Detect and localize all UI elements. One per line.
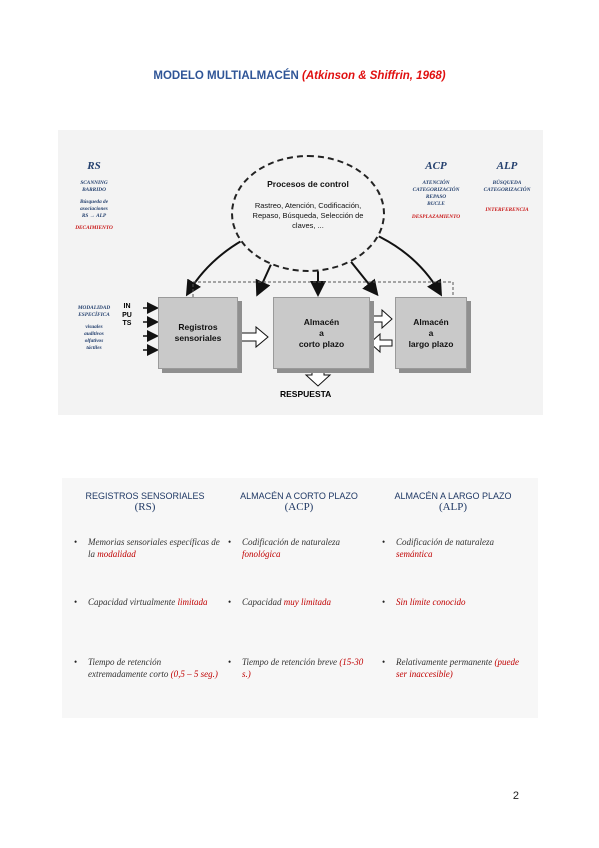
column-abbr: (ACP) <box>284 501 314 513</box>
list-item: Capacidad muy limitada <box>224 596 374 608</box>
bullet-highlight: (puede ser inaccesible) <box>396 657 519 679</box>
bullet-highlight: semántica <box>396 549 433 559</box>
box-registros-sensoriales: Registros sensoriales <box>158 297 238 369</box>
acp-note: BUCLE <box>427 201 445 207</box>
bullet-text: Capacidad <box>242 597 284 607</box>
alp-note: BÚSQUEDA <box>492 180 522 186</box>
column-title: ALMACÉN A LARGO PLAZO <box>394 491 512 501</box>
acp-notes: ACP ATENCIÓN CATEGORIZACIÓN REPASO BUCLE… <box>406 160 466 221</box>
rs-note: MODALIDAD <box>77 305 111 311</box>
bullet-highlight: Sin límite conocido <box>396 597 466 607</box>
rs-note: olfativos <box>84 338 104 344</box>
comparison-table: REGISTROS SENSORIALES(RS) Memorias senso… <box>62 478 538 718</box>
rs-header: RS <box>87 160 101 172</box>
control-processes-ellipse: Procesos de control Rastreo, Atención, C… <box>231 155 385 272</box>
alp-header: ALP <box>496 160 518 172</box>
title-main: MODELO MULTIALMACÉN <box>153 70 299 82</box>
bullet-highlight: fonológica <box>242 549 281 559</box>
bullet-highlight: limitada <box>177 597 208 607</box>
page-title: MODELO MULTIALMACÉN (Atkinson & Shiffrin… <box>0 70 599 82</box>
list-item: Sin límite conocido <box>378 596 528 608</box>
rs-note: Búsqueda de <box>79 199 109 205</box>
list-item: Relativamente permanente (puede ser inac… <box>378 656 528 680</box>
alp-note: CATEGORIZACIÓN <box>483 187 531 193</box>
rs-note: visuales <box>85 324 103 330</box>
column-abbr: (RS) <box>134 501 156 513</box>
list-item: Codificación de naturaleza semántica <box>378 536 528 560</box>
box-label: Almacén a corto plazo <box>298 316 345 349</box>
acp-note-red: DESPLAZAMIENTO <box>411 214 461 220</box>
diagram-arrows <box>143 234 454 387</box>
alp-notes: ALP BÚSQUEDA CATEGORIZACIÓN INTERFERENCI… <box>476 160 538 214</box>
rs-note-red: DECAIMIENTO <box>75 225 113 231</box>
column-abbr: (ALP) <box>438 501 468 513</box>
bullet-text: Codificación de naturaleza <box>396 537 494 547</box>
box-almacen-largo-plazo: Almacén a largo plazo <box>395 297 467 369</box>
rs-modality-notes: MODALIDAD ESPECÍFICA visuales auditivos … <box>64 305 124 352</box>
control-body: Rastreo, Atención, Codificación, Repaso,… <box>252 201 364 230</box>
rs-note: asociaciones <box>80 206 108 212</box>
acp-note: ATENCIÓN <box>422 180 450 186</box>
column-header: ALMACÉN A LARGO PLAZO(ALP) <box>378 491 528 513</box>
bullet-text: Relativamente permanente <box>396 657 495 667</box>
column-title: REGISTROS SENSORIALES <box>85 491 205 501</box>
list-item: Memorias sensoriales específicas de la m… <box>70 536 220 560</box>
title-citation: (Atkinson & Shiffrin, 1968) <box>302 70 446 82</box>
column-alp: ALMACÉN A LARGO PLAZO(ALP) Codificación … <box>378 478 528 679</box>
rs-note: SCANNING <box>80 180 108 186</box>
bullet-highlight: (0,5 – 5 seg.) <box>170 669 218 679</box>
acp-note: REPASO <box>425 194 447 200</box>
list-item: Tiempo de retención breve (15-30 s.) <box>224 656 374 680</box>
acp-note: CATEGORIZACIÓN <box>412 187 460 193</box>
bullet-text: Memorias sensoriales específicas de la <box>88 537 220 559</box>
bullet-highlight: (15-30 s.) <box>242 657 364 679</box>
column-rs: REGISTROS SENSORIALES(RS) Memorias senso… <box>70 478 220 679</box>
column-header: REGISTROS SENSORIALES(RS) <box>70 491 220 513</box>
rs-note: táctiles <box>86 345 102 351</box>
box-almacen-corto-plazo: Almacén a corto plazo <box>273 297 370 369</box>
list-item: Tiempo de retención extremadamente corto… <box>70 656 220 680</box>
bullet-text: Tiempo de retención extremadamente corto <box>88 657 171 679</box>
list-item: Codificación de naturaleza fonológica <box>224 536 374 560</box>
bullet-text: Capacidad virtualmente <box>88 597 178 607</box>
column-title: ALMACÉN A CORTO PLAZO <box>240 491 358 501</box>
column-header: ALMACÉN A CORTO PLAZO(ACP) <box>224 491 374 513</box>
alp-note-red: INTERFERENCIA <box>485 207 529 213</box>
inputs-label: INPUTS <box>122 303 132 327</box>
control-title: Procesos de control <box>267 179 349 189</box>
respuesta-label: RESPUESTA <box>280 389 332 399</box>
page-number: 2 <box>512 790 519 802</box>
rs-note: RS → ALP <box>81 213 107 219</box>
bullet-highlight: muy limitada <box>283 597 331 607</box>
model-diagram: RS SCANNING BARRIDO Búsqueda de asociaci… <box>58 130 543 415</box>
rs-note: BARRIDO <box>82 187 106 193</box>
bullet-text: Tiempo de retención breve <box>242 657 340 667</box>
bullet-highlight: modalidad <box>97 549 136 559</box>
bullet-text: Codificación de naturaleza <box>242 537 340 547</box>
rs-note: auditivos <box>84 331 104 337</box>
rs-note: ESPECÍFICA <box>78 312 110 318</box>
list-item: Capacidad virtualmente limitada <box>70 596 220 608</box>
acp-header: ACP <box>425 160 447 172</box>
box-label: Registros sensoriales <box>174 322 222 343</box>
rs-notes: RS SCANNING BARRIDO Búsqueda de asociaci… <box>64 160 124 232</box>
box-label: Almacén a largo plazo <box>408 316 454 349</box>
column-acp: ALMACÉN A CORTO PLAZO(ACP) Codificación … <box>224 478 374 679</box>
